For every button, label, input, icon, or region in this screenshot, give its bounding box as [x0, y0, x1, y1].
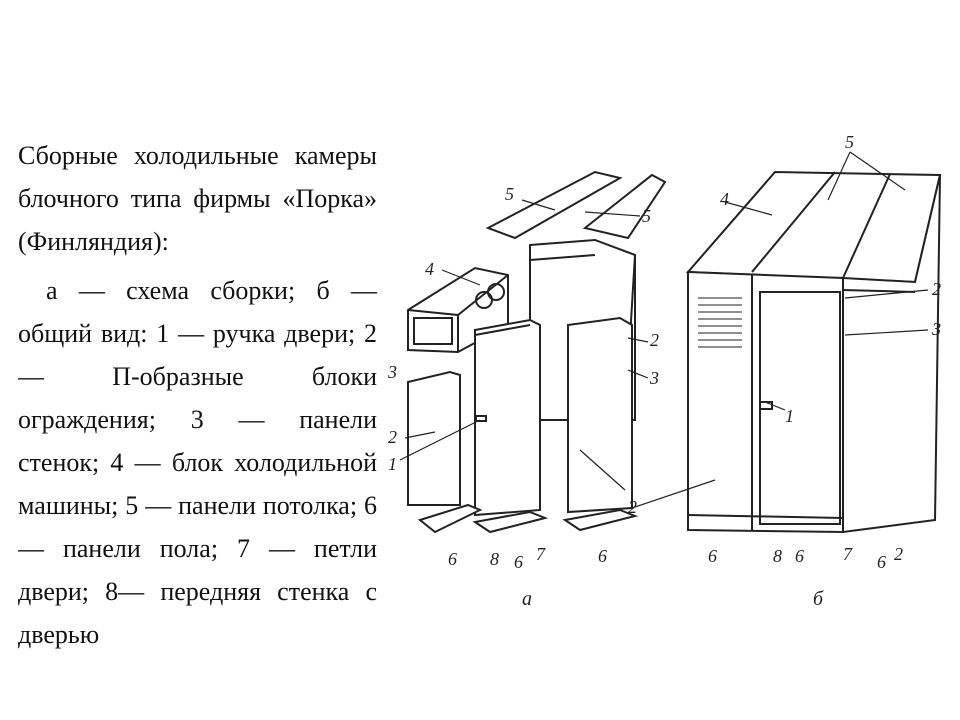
callout-6f: 6	[877, 552, 886, 572]
callout-2e: 2	[894, 544, 903, 564]
floor-panel	[417, 503, 483, 534]
figure-label-b: б	[813, 588, 824, 610]
callout-8a: 8	[490, 549, 499, 569]
callout-4a: 4	[425, 259, 434, 279]
callout-7b: 7	[843, 544, 853, 564]
callout-2c: 2	[628, 497, 637, 517]
callout-3b: 3	[649, 368, 659, 388]
callout-2b: 2	[650, 330, 659, 350]
callout-7a: 7	[536, 544, 546, 564]
callout-2d: 2	[932, 279, 941, 299]
callout-6c: 6	[598, 546, 607, 566]
side-panel	[407, 370, 461, 506]
callout-3a: 3	[387, 362, 397, 382]
figure-label-a: а	[522, 588, 532, 610]
general-view	[631, 151, 942, 534]
cold-room-figure: 5 5 4 3 2 1 2 3 2 6 8 6 7 6 а	[380, 120, 960, 620]
ceiling-panel	[582, 173, 667, 240]
caption-legend: а — схема сборки; б — общий вид: 1 — руч…	[18, 276, 377, 649]
callout-6e: 6	[795, 546, 804, 566]
callout-5a: 5	[505, 184, 514, 204]
callout-8b: 8	[773, 546, 782, 566]
side-face	[842, 174, 941, 534]
floor-panel	[472, 510, 549, 534]
machine-grille	[698, 297, 742, 348]
callout-6d: 6	[708, 546, 717, 566]
floor-panel	[562, 508, 639, 532]
callout-1a: 1	[388, 454, 397, 474]
ceiling-panel	[485, 170, 623, 240]
callout-6b: 6	[514, 552, 523, 572]
callout-4b: 4	[720, 189, 729, 209]
callout-6a: 6	[448, 549, 457, 569]
callout-2a: 2	[388, 427, 397, 447]
side-panel-right	[567, 316, 633, 514]
caption-text: Сборные холодильные камеры блочного типа…	[18, 134, 377, 720]
callout-1b: 1	[785, 406, 794, 426]
callout-3c: 3	[931, 319, 941, 339]
callout-5c: 5	[845, 132, 854, 152]
caption-title: Сборные холодильные камеры блочного типа…	[18, 141, 377, 256]
callout-5b: 5	[642, 206, 651, 226]
front-wall-with-door	[474, 318, 541, 517]
assembly-scheme	[399, 170, 667, 534]
